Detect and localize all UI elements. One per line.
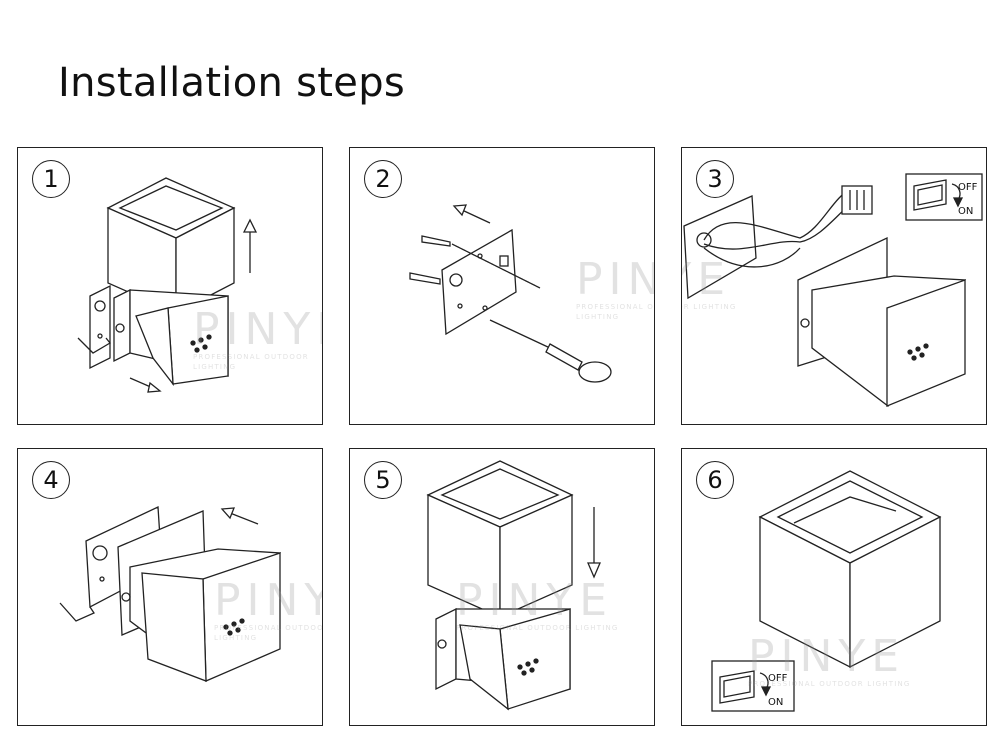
step-3-panel: 3 OFF ON PINYE: [681, 147, 987, 425]
step-5-panel: 5 PINYE PROFESSIONAL OUTDOOR LIGHTING: [349, 448, 655, 726]
step-2-illustration: [409, 204, 612, 383]
step-3-illustration: OFF ON: [683, 173, 983, 407]
step-5-illustration: [426, 460, 601, 711]
step-4-illustration: [59, 506, 282, 682]
switch-on-label: ON: [768, 697, 783, 708]
step-1-illustration: [77, 177, 258, 393]
step-number-4: 4: [32, 461, 70, 499]
switch-off-label: OFF: [768, 673, 788, 684]
step-4-panel: 4 PINYE PROFESSIONAL OUTDOOR LIGHTING: [17, 448, 323, 726]
switch-off-label: OFF: [958, 182, 978, 193]
step-1-panel: 1: [17, 147, 323, 425]
step-2-panel: 2 PINYE PROFESSIONAL OUTDOOR LIGHTING: [349, 147, 655, 425]
step-number-3: 3: [696, 160, 734, 198]
step-6-panel: 6 OFF ON PINYE PROFESSIONAL OUTDOOR LIGH…: [681, 448, 987, 726]
step-number-2: 2: [364, 160, 402, 198]
step-number-1: 1: [32, 160, 70, 198]
step-6-illustration: OFF ON: [711, 470, 942, 712]
step-number-6: 6: [696, 461, 734, 499]
switch-on-label: ON: [958, 206, 973, 217]
step-number-5: 5: [364, 461, 402, 499]
page-title: Installation steps: [58, 60, 406, 106]
